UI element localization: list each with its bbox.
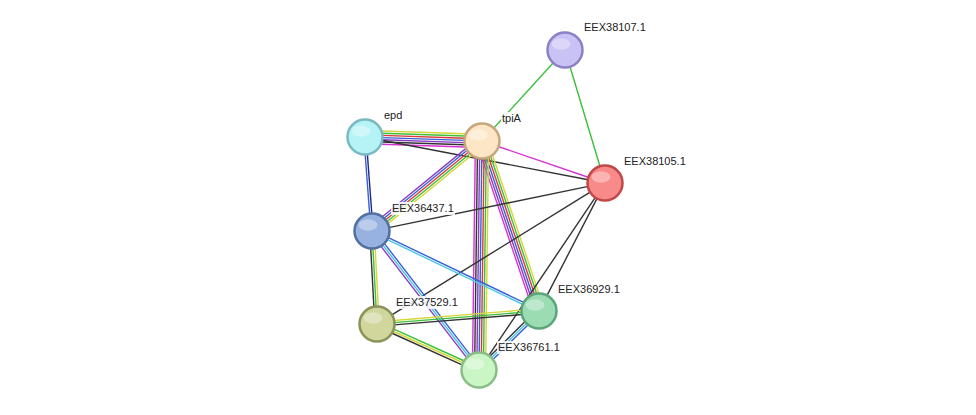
evidence-line bbox=[371, 248, 374, 307]
protein-node: tpiA bbox=[463, 122, 501, 160]
interaction-edge bbox=[392, 329, 465, 365]
protein-label: EEX36437.1 bbox=[391, 202, 455, 215]
interaction-edge bbox=[498, 146, 589, 177]
node-circle bbox=[586, 164, 624, 202]
interaction-edge bbox=[381, 243, 471, 358]
interaction-edge bbox=[547, 198, 597, 296]
evidence-line bbox=[382, 148, 466, 216]
node-highlight bbox=[469, 129, 488, 140]
protein-node: EEX38107.1 bbox=[546, 31, 584, 69]
evidence-line bbox=[488, 197, 595, 356]
node-highlight bbox=[359, 219, 378, 230]
interaction-edge bbox=[493, 63, 553, 129]
evidence-line bbox=[484, 158, 530, 296]
protein-node: EEX37529.1 bbox=[358, 305, 396, 343]
protein-node: EEX36929.1 bbox=[520, 292, 558, 330]
node-highlight bbox=[552, 38, 571, 49]
interaction-edge bbox=[473, 158, 489, 353]
evidence-line bbox=[392, 333, 463, 365]
node-circle bbox=[463, 122, 501, 160]
protein-label: EEX38105.1 bbox=[623, 155, 687, 168]
evidence-line bbox=[493, 63, 553, 129]
evidence-line bbox=[473, 158, 476, 353]
protein-node: EEX38105.1 bbox=[586, 164, 624, 202]
node-highlight bbox=[592, 171, 611, 182]
node-highlight bbox=[526, 299, 545, 310]
evidence-line bbox=[482, 159, 528, 297]
evidence-line bbox=[392, 331, 463, 363]
node-circle bbox=[460, 351, 498, 389]
protein-label: epd bbox=[383, 109, 403, 122]
interaction-edge bbox=[382, 148, 471, 223]
evidence-line bbox=[547, 198, 597, 296]
evidence-line bbox=[388, 237, 524, 302]
evidence-line bbox=[387, 153, 471, 221]
evidence-line bbox=[570, 66, 600, 166]
node-circle bbox=[353, 212, 391, 250]
interaction-edge bbox=[382, 131, 465, 147]
evidence-line bbox=[493, 155, 539, 293]
evidence-line bbox=[387, 239, 523, 304]
interaction-edge bbox=[394, 310, 522, 325]
node-circle bbox=[462, 353, 497, 388]
evidence-line bbox=[381, 246, 467, 358]
interaction-edge bbox=[389, 186, 589, 227]
interaction-edge bbox=[387, 237, 524, 304]
node-circle bbox=[355, 214, 390, 249]
node-circle bbox=[360, 307, 395, 342]
evidence-line bbox=[389, 186, 589, 227]
protein-node: EEX36437.1 bbox=[353, 212, 391, 250]
node-circle bbox=[522, 294, 557, 329]
node-highlight bbox=[466, 358, 485, 369]
protein-node: EEX36761.1 bbox=[460, 351, 498, 389]
node-circle bbox=[358, 305, 396, 343]
evidence-line bbox=[393, 329, 464, 361]
evidence-line bbox=[384, 243, 470, 355]
node-circle bbox=[520, 292, 558, 330]
node-circle bbox=[588, 166, 623, 201]
interaction-edge bbox=[482, 155, 539, 296]
evidence-line bbox=[394, 312, 522, 322]
node-circle bbox=[548, 33, 583, 68]
evidence-line bbox=[498, 146, 589, 177]
interaction-edge bbox=[371, 248, 379, 307]
node-highlight bbox=[364, 312, 383, 323]
protein-label: EEX36929.1 bbox=[557, 283, 621, 296]
evidence-line bbox=[486, 157, 532, 295]
evidence-line bbox=[384, 150, 468, 218]
node-highlight bbox=[352, 125, 371, 136]
protein-node: epd bbox=[346, 118, 384, 156]
node-circle bbox=[346, 118, 384, 156]
evidence-line bbox=[382, 144, 465, 147]
evidence-line bbox=[488, 157, 534, 295]
protein-label: tpiA bbox=[501, 112, 522, 125]
node-circle bbox=[348, 120, 383, 155]
node-circle bbox=[465, 124, 500, 159]
protein-label: EEX37529.1 bbox=[395, 296, 459, 309]
interaction-edge bbox=[570, 66, 600, 166]
node-circle bbox=[546, 31, 584, 69]
protein-label: EEX38107.1 bbox=[583, 21, 647, 34]
protein-label: EEX36761.1 bbox=[497, 341, 561, 354]
interaction-edge bbox=[365, 154, 372, 214]
evidence-line bbox=[394, 310, 522, 320]
evidence-line bbox=[385, 152, 469, 220]
evidence-line bbox=[491, 156, 537, 294]
interaction-edge bbox=[488, 197, 595, 356]
evidence-line bbox=[365, 154, 369, 214]
evidence-line bbox=[382, 244, 468, 356]
evidence-line bbox=[394, 315, 522, 325]
